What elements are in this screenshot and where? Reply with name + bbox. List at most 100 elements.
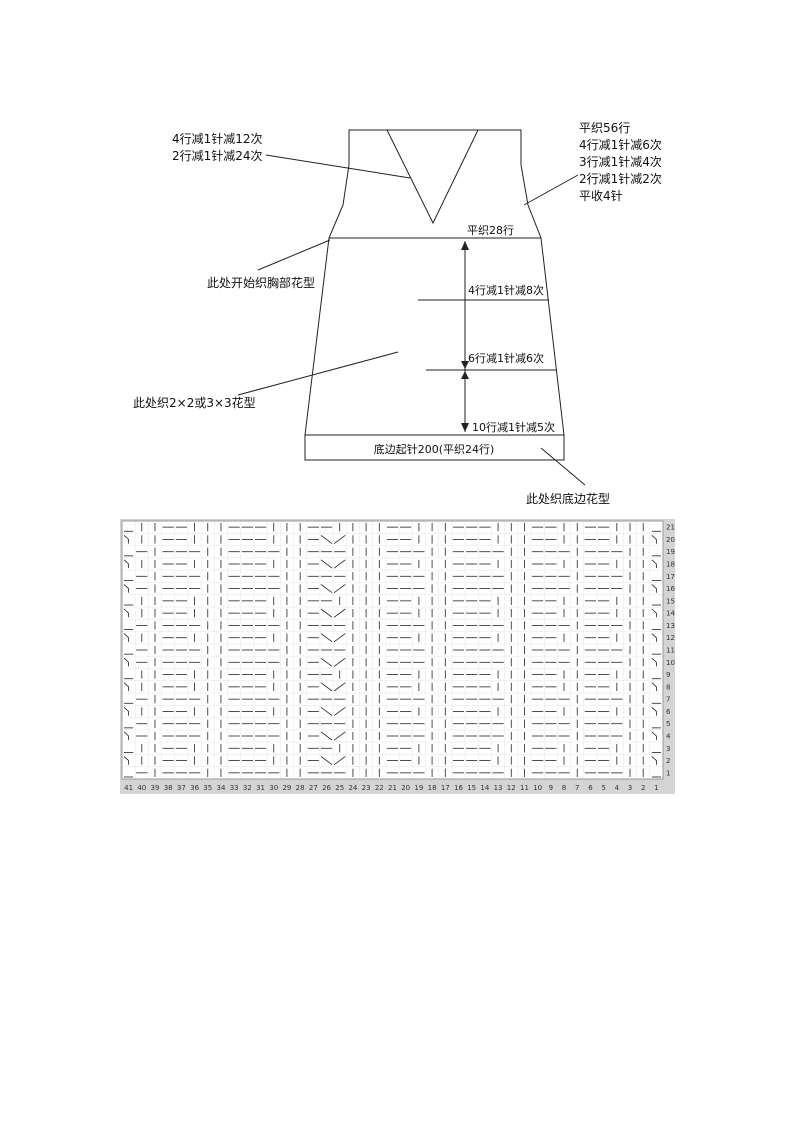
garment-schematic: 平织28行 4行减1针减8次 6行减1针减6次 10行减1针减5次 底边起针20… xyxy=(237,129,586,486)
edge-stitch xyxy=(651,657,657,667)
edge-stitch xyxy=(123,756,129,765)
column-number: 24 xyxy=(348,784,357,792)
column-number: 23 xyxy=(362,784,371,792)
column-number: 9 xyxy=(549,784,553,792)
neck-shaping-line-2: 2行减1针减24次 xyxy=(172,149,263,163)
column-number: 19 xyxy=(414,784,423,792)
column-number: 4 xyxy=(615,784,620,792)
column-number: 14 xyxy=(480,784,489,792)
column-number: 26 xyxy=(322,784,331,792)
arrow-down-icon xyxy=(461,423,469,432)
row-number: 5 xyxy=(666,720,670,728)
row-number: 18 xyxy=(666,561,675,569)
row-number: 21 xyxy=(666,524,675,532)
column-number: 31 xyxy=(256,784,265,792)
chart-border xyxy=(121,520,664,780)
row-number: 17 xyxy=(666,573,675,581)
edge-stitch xyxy=(123,534,129,544)
armhole-line-5: 平收4针 xyxy=(579,189,623,203)
cable-cross-stitch xyxy=(320,706,333,716)
armhole-line-3: 3行减1针减4次 xyxy=(579,155,662,169)
column-number: 41 xyxy=(124,784,133,792)
column-number: 30 xyxy=(269,784,278,792)
column-number: 27 xyxy=(309,784,318,792)
cable-cross-stitch xyxy=(333,756,346,766)
column-number: 36 xyxy=(190,784,199,792)
edge-stitch xyxy=(651,731,657,741)
row-number: 14 xyxy=(666,610,675,618)
column-number: 34 xyxy=(217,784,226,792)
arrow-up-icon xyxy=(461,371,469,379)
row-number: 3 xyxy=(666,745,670,753)
edge-stitch xyxy=(123,706,129,716)
leader-armhole xyxy=(523,174,579,206)
column-number: 11 xyxy=(520,784,529,792)
side-dec-lower-label: 10行减1针减5次 xyxy=(472,420,555,434)
row-number: 4 xyxy=(666,733,671,741)
row-number: 9 xyxy=(666,671,670,679)
leader-neck xyxy=(265,154,411,179)
edge-stitch xyxy=(123,559,129,569)
row-number: 6 xyxy=(666,708,671,716)
armhole-line-4: 2行减1针减2次 xyxy=(579,172,662,186)
neck-shaping-note: 4行减1针减12次 2行减1针减24次 xyxy=(172,131,263,165)
column-number: 28 xyxy=(296,784,305,792)
cable-cross-stitch xyxy=(320,534,333,544)
cable-cross-stitch xyxy=(333,584,346,594)
edge-stitch xyxy=(651,534,657,544)
column-number: 7 xyxy=(575,784,579,792)
row-number: 7 xyxy=(666,696,670,704)
column-number: 33 xyxy=(230,784,239,792)
column-number: 8 xyxy=(562,784,566,792)
body-pattern-text: 此处织2×2或3×3花型 xyxy=(133,396,256,410)
cable-cross-stitch xyxy=(320,559,333,569)
leader-chest xyxy=(257,239,331,271)
cable-cross-stitch xyxy=(320,584,333,594)
edge-stitch xyxy=(123,682,129,691)
column-number: 16 xyxy=(454,784,463,792)
edge-stitch xyxy=(651,706,657,716)
cable-cross-stitch xyxy=(333,706,346,716)
edge-stitch xyxy=(123,657,129,667)
column-number: 2 xyxy=(641,784,645,792)
edge-stitch xyxy=(123,633,129,642)
column-number: 6 xyxy=(588,784,593,792)
armhole-line-1: 平织56行 xyxy=(579,121,631,135)
cable-cross-stitch xyxy=(333,682,346,692)
column-number: 32 xyxy=(243,784,252,792)
side-dec-upper-label: 4行减1针减8次 xyxy=(468,283,544,297)
chest-straight-label: 平织28行 xyxy=(467,224,514,237)
cable-cross-stitch xyxy=(320,608,333,618)
hem-label: 底边起针200(平织24行) xyxy=(374,442,495,456)
column-number: 15 xyxy=(467,784,476,792)
row-number: 10 xyxy=(666,659,675,667)
chest-pattern-note: 此处开始织胸部花型 xyxy=(207,275,315,292)
vest-outline xyxy=(304,129,565,461)
row-number: 2 xyxy=(666,757,670,765)
edge-stitch xyxy=(651,608,657,618)
leader-hem xyxy=(540,447,586,486)
edge-stitch xyxy=(651,559,657,569)
row-number: 16 xyxy=(666,585,675,593)
column-number: 18 xyxy=(428,784,437,792)
edge-stitch xyxy=(123,584,129,593)
edge-stitch xyxy=(651,756,657,765)
leader-body xyxy=(237,351,399,396)
arrow-down-icon xyxy=(461,361,469,369)
cable-cross-stitch xyxy=(333,559,346,569)
row-number: 12 xyxy=(666,634,675,642)
edge-stitch xyxy=(123,608,129,618)
chest-pattern-text: 此处开始织胸部花型 xyxy=(207,276,316,290)
column-number: 12 xyxy=(507,784,516,792)
column-number: 29 xyxy=(282,784,291,792)
column-number: 39 xyxy=(151,784,160,792)
cable-cross-stitch xyxy=(320,633,333,643)
cable-cross-stitch xyxy=(333,534,346,544)
arrow-up-icon xyxy=(461,241,469,250)
row-number: 13 xyxy=(666,622,675,630)
cable-cross-stitch xyxy=(333,731,346,741)
row-number: 15 xyxy=(666,597,675,605)
